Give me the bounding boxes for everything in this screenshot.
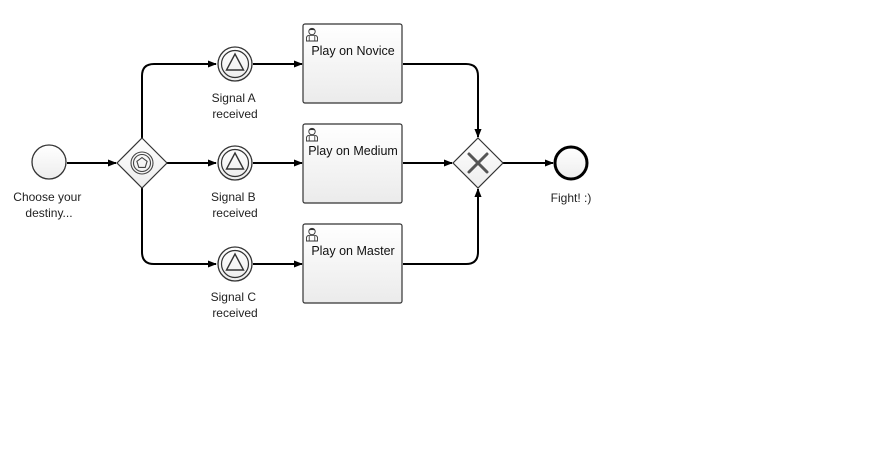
- start-event[interactable]: [31, 144, 67, 180]
- user-task-icon: [306, 127, 318, 142]
- signal-a-label: Signal A received: [212, 91, 259, 121]
- flow-gateway-to-signal-a[interactable]: [141, 60, 217, 138]
- signal-event-a[interactable]: [217, 46, 253, 82]
- flow-task-novice-to-xor[interactable]: [403, 63, 482, 138]
- end-event-label: Fight! :): [551, 191, 592, 205]
- sequence-flows: [67, 60, 554, 268]
- task-master-label: Play on Master: [311, 244, 394, 258]
- end-event[interactable]: [553, 145, 589, 181]
- signal-triangle-icon: [225, 151, 245, 170]
- task-play-on-novice[interactable]: Play on Novice: [302, 23, 403, 104]
- signal-triangle-icon: [225, 252, 245, 271]
- signal-triangle-icon: [225, 52, 245, 71]
- event-based-gateway[interactable]: [116, 137, 168, 189]
- signal-event-c[interactable]: [217, 246, 253, 282]
- signal-event-b[interactable]: [217, 145, 253, 181]
- task-play-on-medium[interactable]: Play on Medium: [302, 123, 403, 204]
- user-task-icon: [306, 227, 318, 242]
- pentagon-event-gateway-icon: [130, 151, 154, 175]
- task-novice-label: Play on Novice: [311, 44, 394, 58]
- signal-c-label: Signal C received: [211, 290, 260, 320]
- x-exclusive-gateway-icon: [467, 152, 489, 174]
- signal-b-label: Signal B received: [211, 190, 259, 220]
- task-play-on-master[interactable]: Play on Master: [302, 223, 403, 304]
- user-task-icon: [306, 27, 318, 42]
- flow-task-master-to-xor[interactable]: [403, 188, 482, 265]
- start-event-label: Choose your destiny...: [13, 190, 84, 220]
- flow-gateway-to-signal-c[interactable]: [141, 188, 217, 268]
- task-medium-label: Play on Medium: [308, 144, 398, 158]
- exclusive-gateway[interactable]: [452, 137, 504, 189]
